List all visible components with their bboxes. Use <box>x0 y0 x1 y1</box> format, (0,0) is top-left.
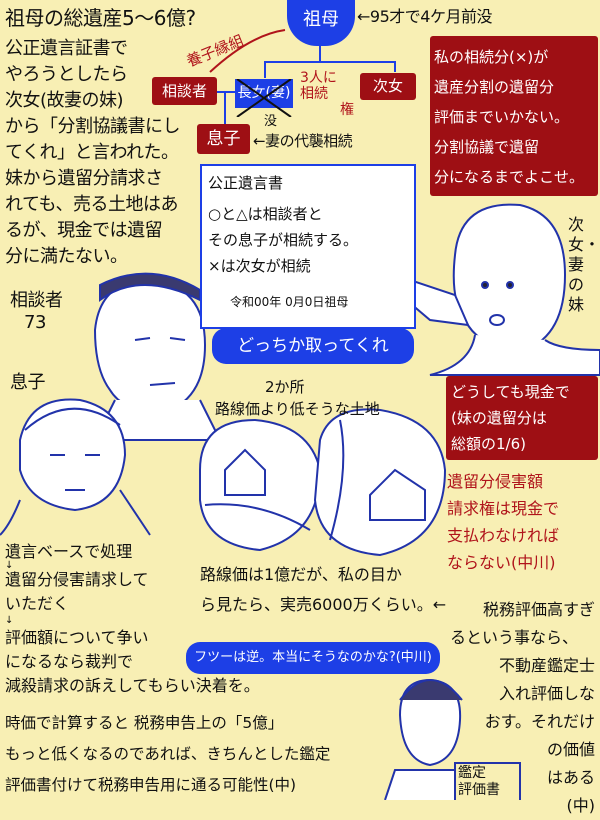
son-label: 息子 <box>10 372 46 393</box>
will-title: 公正遺言書 <box>208 174 284 192</box>
lawyer-note-line: ならない(中川) <box>447 553 556 572</box>
advice-left: 遺言ベースで処理 ↓ 遺留分侵害請求して いただく ↓ 評価額について争い にな… <box>5 540 260 698</box>
sister-illustration <box>364 203 600 376</box>
will-document: 公正遺言書 ○と△は相談者と その息子が相続する。 ×は次女が相続 令和00年 … <box>200 164 416 329</box>
intro-line: てくれ」と言われた。 <box>5 142 179 163</box>
will-line: ○と△は相談者と <box>208 205 323 223</box>
son-illustration <box>0 398 151 536</box>
will-line: その息子が相続する。 <box>208 231 359 249</box>
land-value-line: 路線価は1億だが、私の目か <box>200 565 402 584</box>
lawyer-note-line: 請求権は現金で <box>447 499 560 518</box>
intro-line: るが、現金では遺留 <box>5 220 163 241</box>
claim-line: 遺産分割の遺留分 <box>434 78 555 96</box>
son-note: ←妻の代襲相続 <box>253 132 353 150</box>
cash-line: (妹の遺留分は <box>451 409 547 427</box>
cross-icon <box>236 79 292 117</box>
deceased-label: 没 <box>264 114 278 129</box>
appraisal-line: の価値 <box>546 740 595 759</box>
bottom-text: 時価で計算すると 税務申告上の「5億」 もっと低くなるのであれば、きちんとした鑑… <box>5 708 330 801</box>
claim-line: 私の相続分(×)が <box>434 48 549 66</box>
advice-line: 減殺請求の訴えしてもらい決着を。 <box>5 676 260 695</box>
intro-line: 分に満たない。 <box>5 246 128 267</box>
advice-line: になるなら裁判で <box>5 652 134 671</box>
advice-line: 遺留分侵害請求して <box>5 570 149 589</box>
rights-line: 権 <box>340 102 354 118</box>
consultant-node: 相談者 <box>152 77 217 105</box>
claim-line: 分割協議で遺留 <box>434 138 540 156</box>
sister-claim-bubble: 私の相続分(×)が 遺産分割の遺留分 評価までいかない。 分割協議で遺留 分にな… <box>430 36 598 196</box>
intro-line: やろうとしたら <box>5 64 128 85</box>
sister-label: 次女・妻の妹 <box>568 215 600 314</box>
advice-line: 遺言ベースで処理 <box>5 542 133 561</box>
land-caption-line: 路線価より低そうな土地 <box>215 400 380 418</box>
bottom-line: 評価書付けて税務申告用に通る可能性(中) <box>5 776 297 794</box>
appraisal-line: おす。それだけ <box>484 712 595 731</box>
land-value: 路線価は1億だが、私の目か ら見たら、実売6000万くらい。← <box>200 560 446 620</box>
lawyer-note-line: 支払わなければ <box>447 526 560 545</box>
son-node: 息子 <box>197 124 250 154</box>
title: 祖母の総遺産5〜6億? <box>5 6 196 30</box>
cash-demand-bubble: どうしても現金で (妹の遺留分は 総額の1/6) <box>446 376 598 460</box>
intro-line: 妹から遺留分請求さ <box>5 168 163 189</box>
appraisal-document-label: 鑑定 評価書 <box>458 765 500 799</box>
advice-arrow: ↓ <box>5 615 14 626</box>
grandmother-node: 祖母 <box>287 0 355 46</box>
appraisal-line: 入れ評価しな <box>498 684 595 703</box>
appraisal-line: はある <box>546 768 595 787</box>
cash-line: どうしても現金で <box>451 383 570 401</box>
rights-line: 3人に <box>300 70 337 86</box>
appraisal-advice: 税務評価高すぎ るという事なら、 不動産鑑定士 入れ評価しな おす。それだけ の… <box>450 596 595 820</box>
land-value-line: ら見たら、実売6000万くらい。← <box>200 595 447 614</box>
land-caption-line: 2か所 <box>265 378 305 396</box>
advice-line: 評価額について争い <box>5 628 149 647</box>
will-date: 令和00年 0月0日祖母 <box>230 295 349 309</box>
appraiser-illustration <box>384 678 521 800</box>
consultant-label-line: 相談者 <box>10 290 63 311</box>
adoption-arrow <box>209 29 286 73</box>
land-illustration <box>199 408 447 557</box>
inheritance-rights: 3人に 相続 権 <box>300 70 354 118</box>
appraisal-doc-line: 評価書 <box>458 782 500 798</box>
illustration-layer <box>0 29 600 800</box>
advice-arrow: ↓ <box>5 560 14 571</box>
will-line: ×は次女が相続 <box>208 257 311 275</box>
consultant-illustration <box>93 272 222 441</box>
bottom-line: もっと低くなるのであれば、きちんとした鑑定 <box>5 745 331 763</box>
lawyer-note: 遺留分侵害額 請求権は現金で 支払わなければ ならない(中川) <box>447 468 559 576</box>
intro-line: から「分割協議書にし <box>5 116 181 137</box>
consultant-label: 相談者 73 <box>10 290 63 334</box>
grandmother-note: ←95才で4ケ月前没 <box>357 7 492 26</box>
intro-line: 次女(故妻の妹) <box>5 90 124 111</box>
appraisal-line: るという事なら、 <box>450 628 579 647</box>
bottom-line: 時価で計算すると 税務申告上の「5億」 <box>5 714 284 732</box>
intro-text: 公正遺言証書で やろうとしたら 次女(故妻の妹) から「分割協議書にし てくれ」… <box>5 36 181 270</box>
rights-line: 相続 <box>300 86 328 102</box>
intro-line: れても、売る土地はあ <box>5 194 179 215</box>
appraisal-doc-line: 鑑定 <box>458 765 486 781</box>
land-caption: 2か所 路線価より低そうな土地 <box>215 376 380 420</box>
consultant-label-line: 73 <box>24 312 46 333</box>
take-either-bubble: どっちか取ってくれ <box>212 328 414 364</box>
advice-line: いただく <box>5 594 70 613</box>
cash-line: 総額の1/6) <box>451 435 526 453</box>
second-daughter-node: 次女 <box>360 73 416 100</box>
claim-line: 分になるまでよこせ。 <box>434 168 585 186</box>
lawyer-note-line: 遺留分侵害額 <box>447 472 544 491</box>
usually-reverse-bubble: フツーは逆。本当にそうなのかな?(中川) <box>186 642 440 674</box>
eldest-daughter-node: 長女(妻) <box>235 79 293 117</box>
intro-line: 公正遺言証書で <box>5 38 128 59</box>
appraisal-line: 税務評価高すぎ <box>482 600 595 619</box>
appraisal-line: 不動産鑑定士 <box>498 656 595 675</box>
claim-line: 評価までいかない。 <box>434 108 570 126</box>
